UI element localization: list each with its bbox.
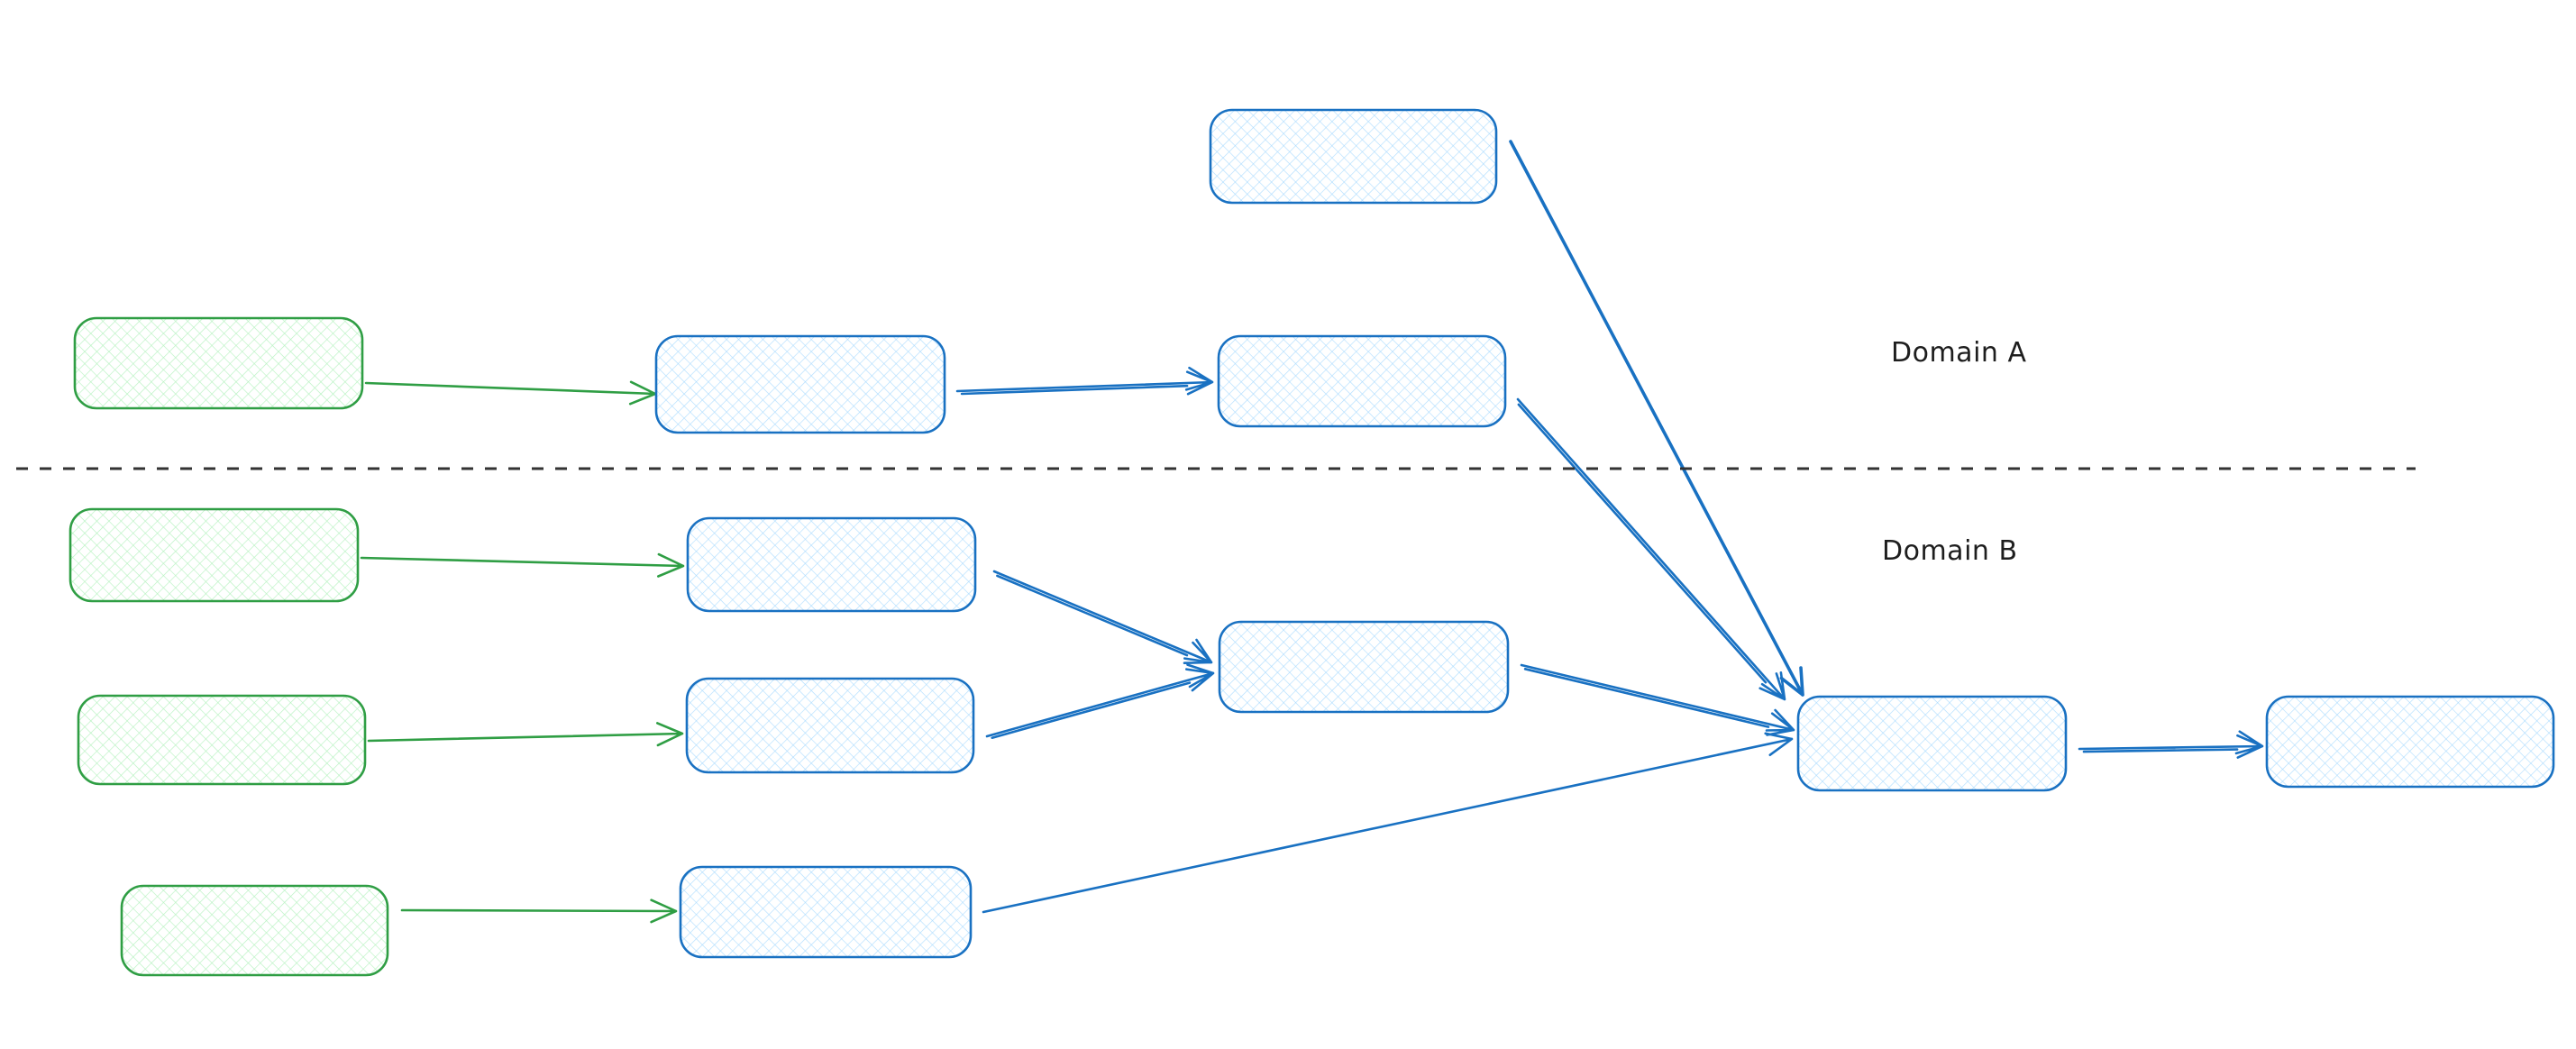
node-blue-b-step1a[interactable] [686, 516, 977, 613]
arrow-green-b3-to-b-step1c[interactable] [400, 898, 678, 924]
node-green-input-b1[interactable] [69, 507, 360, 603]
node-green-input-a[interactable] [73, 316, 364, 410]
node-green-input-b2[interactable] [77, 694, 367, 786]
node-blue-aggregator[interactable] [1796, 695, 2068, 792]
node-blue-b-merge[interactable] [1218, 620, 1510, 714]
edges-layer [360, 140, 2264, 924]
arrow-aggregator-to-output[interactable] [2078, 730, 2264, 759]
arrow-b-step1a-to-merge[interactable] [992, 570, 1213, 664]
arrow-green-b1-to-b-step1a[interactable] [360, 552, 685, 578]
arrow-a-step1-to-a-step2[interactable] [955, 366, 1214, 396]
arrow-b-step1c-to-aggregator[interactable] [982, 732, 1794, 914]
node-blue-a-step2[interactable] [1217, 334, 1507, 428]
node-blue-top[interactable] [1209, 108, 1498, 205]
domain-a-label[interactable]: Domain A [1891, 337, 2026, 369]
arrow-top-to-aggregator[interactable] [1509, 140, 1804, 697]
node-blue-b-step1c[interactable] [679, 865, 973, 959]
arrow-a-step2-to-aggregator[interactable] [1516, 397, 1786, 701]
arrow-green-b2-to-b-step1b[interactable] [367, 722, 684, 747]
domain-b-label[interactable]: Domain B [1882, 535, 2018, 567]
arrow-b-step1b-to-merge[interactable] [985, 663, 1215, 739]
node-blue-b-step1b[interactable] [685, 677, 975, 774]
node-blue-a-step1[interactable] [654, 334, 946, 434]
arrow-green-a-to-a-step1[interactable] [364, 380, 657, 406]
node-green-input-b3[interactable] [120, 884, 389, 977]
nodes-layer [69, 108, 2555, 977]
node-blue-output[interactable] [2265, 695, 2555, 789]
arrow-merge-to-aggregator[interactable] [1520, 663, 1795, 736]
